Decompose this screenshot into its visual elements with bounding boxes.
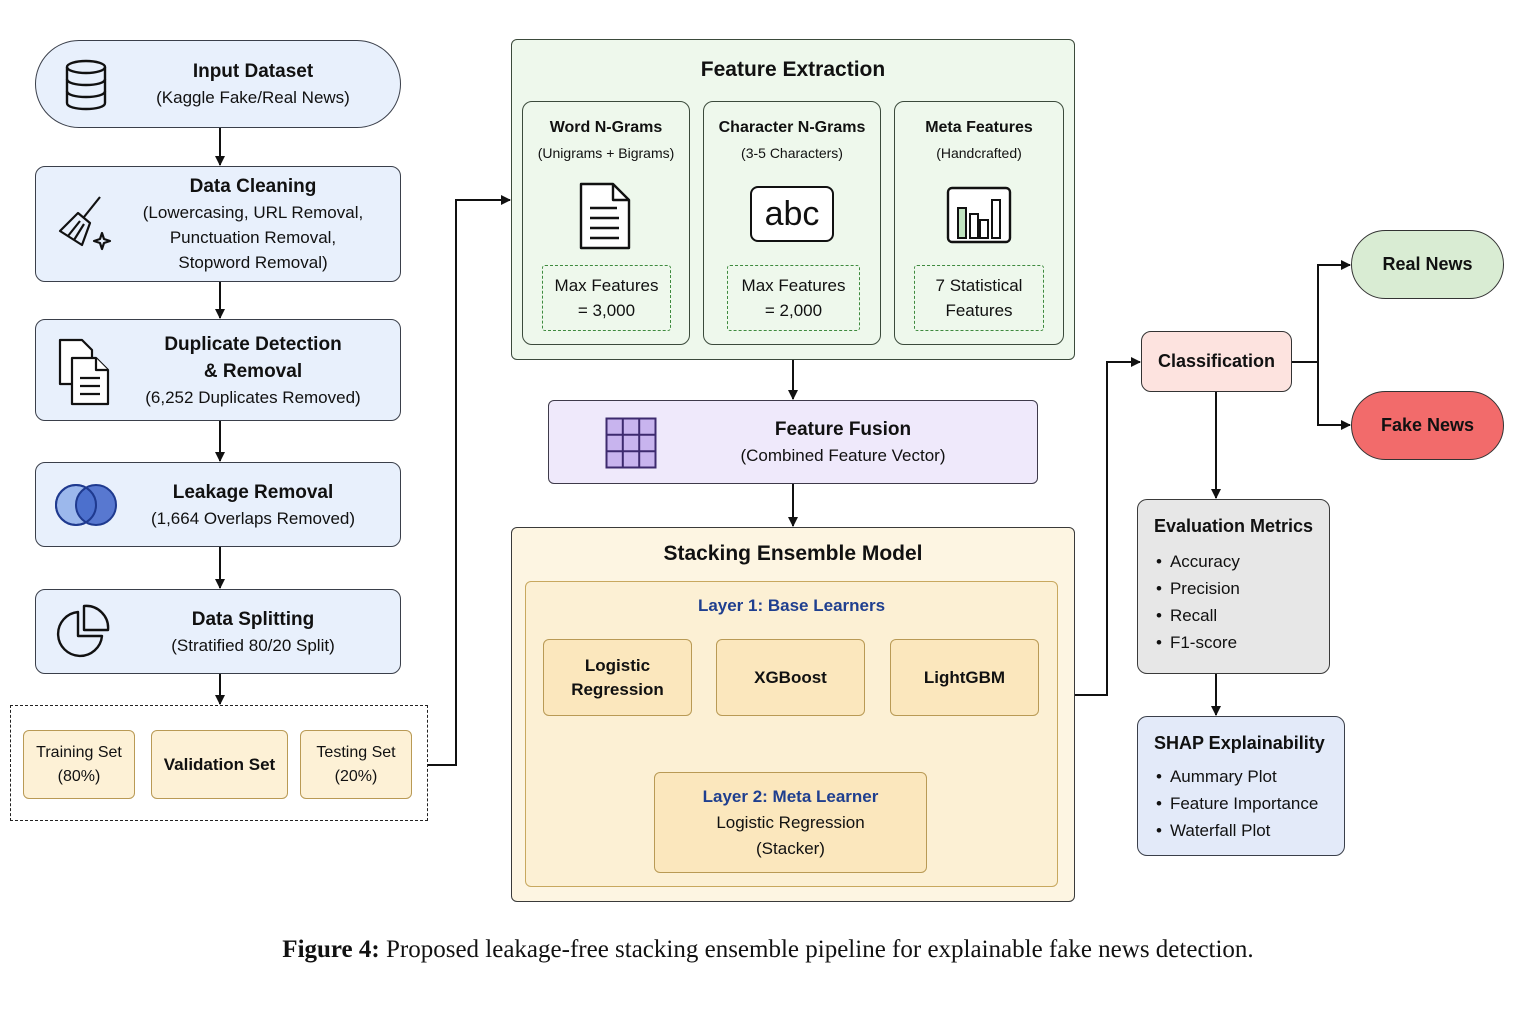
- input-dataset-subtitle: (Kaggle Fake/Real News): [156, 88, 350, 107]
- documents-icon: [58, 338, 110, 406]
- figure-caption: Figure 4: Proposed leakage-free stacking…: [0, 936, 1536, 964]
- word-ngrams-title: Word N-Grams: [549, 119, 663, 136]
- validation-set-label: Validation Set: [163, 754, 276, 774]
- meta-features-count: 7 Statistical Features: [914, 265, 1044, 331]
- testing-set-percent: (20%): [334, 767, 378, 785]
- split-sets-group: [10, 705, 428, 821]
- data-splitting-box: Data Splitting (Stratified 80/20 Split): [35, 589, 401, 674]
- logreg-line-2: Regression: [571, 679, 664, 699]
- pie-chart-icon: [56, 604, 110, 658]
- training-set-label: Training Set: [36, 743, 122, 761]
- classification-box: Classification: [1141, 331, 1292, 392]
- data-cleaning-line-1: (Lowercasing, URL Removal,: [142, 203, 364, 222]
- training-set-box: Training Set (80%): [23, 730, 135, 799]
- evaluation-title: Evaluation Metrics: [1154, 516, 1314, 536]
- database-icon: [65, 59, 107, 111]
- duplicate-title-line-1: Duplicate Detection: [164, 333, 342, 355]
- validation-set-box: Validation Set: [151, 730, 288, 799]
- lightgbm-label: LightGBM: [923, 667, 1006, 687]
- lightgbm-learner: LightGBM: [890, 639, 1039, 716]
- arrow-stacking-to-classification: [1075, 357, 1141, 696]
- char-ngrams-subtitle: (3-5 Characters): [741, 145, 843, 161]
- word-ngrams-max-features: Max Features = 3,000: [542, 265, 671, 331]
- duplicate-title-line-2: & Removal: [203, 360, 303, 382]
- meta-learner-line-1: Logistic Regression: [716, 812, 865, 832]
- char-ngrams-max-features: Max Features = 2,000: [727, 265, 860, 331]
- bar-chart-icon: [946, 186, 1012, 244]
- classification-title: Classification: [1157, 351, 1276, 371]
- meta-learner-box: Layer 2: Meta Learner Logistic Regressio…: [654, 772, 927, 873]
- logistic-regression-learner: Logistic Regression: [543, 639, 692, 716]
- meta-features-note-1: 7 Statistical: [935, 276, 1023, 295]
- meta-features-subtitle: (Handcrafted): [936, 145, 1022, 161]
- word-ngrams-note-1: Max Features: [554, 276, 659, 295]
- arrow-sets-to-feature-extraction: [428, 195, 511, 766]
- char-ngrams-title: Character N-Grams: [718, 119, 866, 136]
- grid-icon: [605, 417, 657, 469]
- testing-set-box: Testing Set (20%): [300, 730, 412, 799]
- broom-icon: [58, 196, 112, 251]
- data-cleaning-title: Data Cleaning: [189, 176, 317, 197]
- metric-recall: Recall: [1156, 602, 1240, 629]
- metric-f1-score: F1-score: [1156, 629, 1240, 656]
- data-splitting-title: Data Splitting: [191, 608, 315, 630]
- input-dataset-title: Input Dataset: [192, 61, 314, 82]
- meta-features-note-2: Features: [945, 301, 1013, 320]
- xgboost-learner: XGBoost: [716, 639, 865, 716]
- abc-glyph: abc: [764, 195, 820, 233]
- word-ngrams-box: Word N-Grams (Unigrams + Bigrams) Max Fe…: [522, 101, 690, 345]
- arrow-to-fake-news: [1317, 362, 1351, 430]
- shap-summary-plot: Aummary Plot: [1156, 763, 1318, 790]
- word-ngrams-note-2: = 3,000: [577, 301, 636, 320]
- data-cleaning-line-2: Punctuation Removal,: [169, 228, 337, 247]
- char-ngrams-box: Character N-Grams (3-5 Characters) abc M…: [703, 101, 881, 345]
- document-icon: [579, 182, 631, 250]
- leakage-subtitle: (1,664 Overlaps Removed): [150, 508, 356, 528]
- metric-precision: Precision: [1156, 575, 1240, 602]
- venn-icon: [55, 484, 117, 526]
- fake-news-label: Fake News: [1380, 415, 1475, 435]
- input-dataset-box: Input Dataset (Kaggle Fake/Real News): [35, 40, 401, 128]
- leakage-removal-box: Leakage Removal (1,664 Overlaps Removed): [35, 462, 401, 547]
- testing-set-label: Testing Set: [316, 743, 396, 761]
- layer1-title: Layer 1: Base Learners: [697, 596, 886, 615]
- meta-features-box: Meta Features (Handcrafted) 7 Statistica…: [894, 101, 1064, 345]
- char-ngrams-note-1: Max Features: [741, 276, 846, 295]
- shap-waterfall-plot: Waterfall Plot: [1156, 817, 1318, 844]
- duplicate-subtitle: (6,252 Duplicates Removed): [145, 387, 361, 407]
- data-cleaning-box: Data Cleaning (Lowercasing, URL Removal,…: [35, 166, 401, 282]
- evaluation-metrics-box: Evaluation Metrics Accuracy Precision Re…: [1137, 499, 1330, 674]
- arrow-to-real-news: [1317, 260, 1351, 362]
- feature-extraction-title: Feature Extraction: [700, 58, 886, 81]
- leakage-title: Leakage Removal: [172, 481, 334, 503]
- data-cleaning-line-3: Stopword Removal): [178, 253, 328, 272]
- duplicate-detection-box: Duplicate Detection & Removal (6,252 Dup…: [35, 319, 401, 421]
- figure-caption-text: Proposed leakage-free stacking ensemble …: [379, 936, 1254, 963]
- feature-fusion-subtitle: (Combined Feature Vector): [740, 446, 946, 465]
- feature-fusion-box: Feature Fusion (Combined Feature Vector): [548, 400, 1038, 484]
- real-news-label: Real News: [1382, 254, 1473, 274]
- figure-label: Figure 4:: [282, 936, 380, 963]
- meta-features-title: Meta Features: [925, 119, 1033, 136]
- xgboost-label: XGBoost: [754, 667, 827, 687]
- meta-learner-line-2: (Stacker): [756, 838, 825, 858]
- word-ngrams-subtitle: (Unigrams + Bigrams): [537, 145, 675, 161]
- shap-feature-importance: Feature Importance: [1156, 790, 1318, 817]
- abc-icon: abc: [750, 186, 834, 242]
- real-news-box: Real News: [1351, 230, 1504, 299]
- metric-accuracy: Accuracy: [1156, 548, 1240, 575]
- shap-explainability-box: SHAP Explainability Aummary Plot Feature…: [1137, 716, 1345, 856]
- logreg-line-1: Logistic: [584, 655, 651, 675]
- fake-news-box: Fake News: [1351, 391, 1504, 460]
- training-set-percent: (80%): [57, 767, 101, 785]
- data-splitting-subtitle: (Stratified 80/20 Split): [171, 635, 335, 655]
- feature-fusion-title: Feature Fusion: [774, 419, 912, 440]
- shap-title: SHAP Explainability: [1154, 733, 1325, 753]
- char-ngrams-note-2: = 2,000: [764, 301, 823, 320]
- layer2-title: Layer 2: Meta Learner: [702, 786, 879, 806]
- stacking-title: Stacking Ensemble Model: [663, 542, 923, 565]
